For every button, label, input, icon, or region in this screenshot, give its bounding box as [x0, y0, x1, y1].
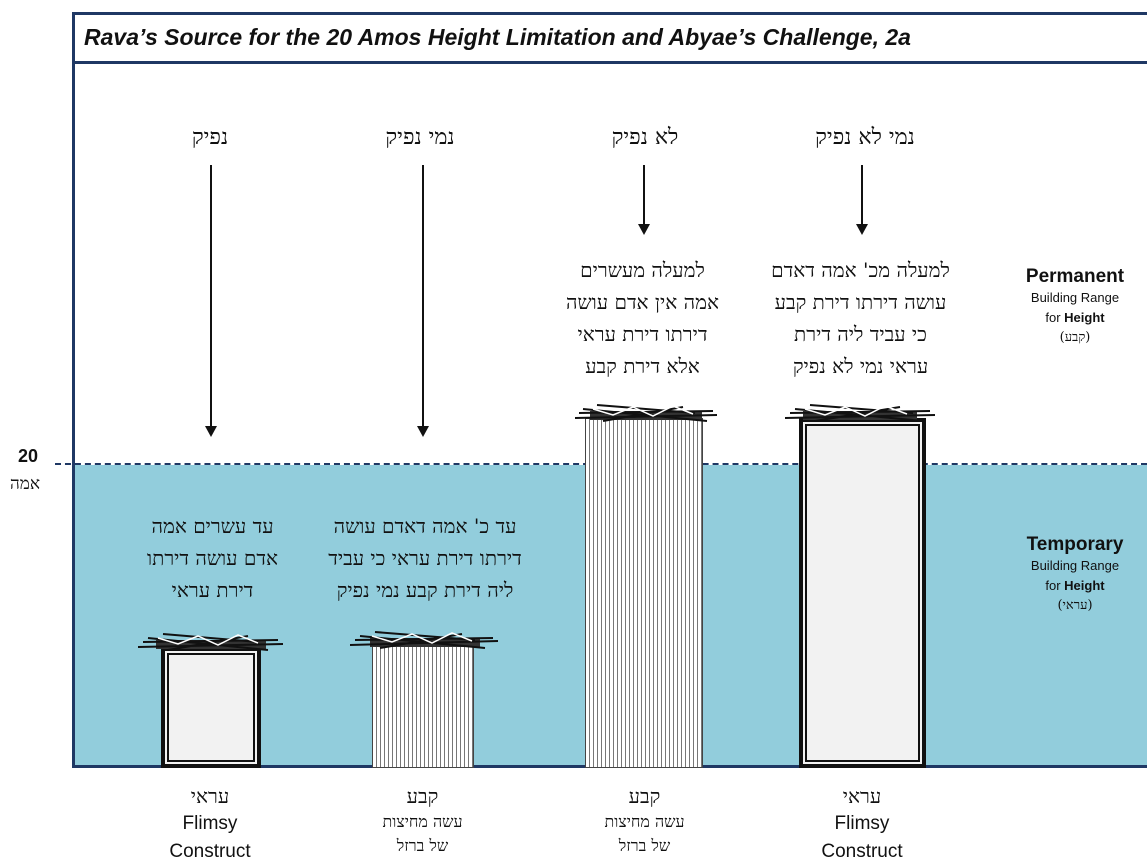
permanent-title: Permanent [1025, 266, 1125, 287]
temporary-zone-label: Temporary Building Range for Height (ערא… [1005, 534, 1145, 616]
column-3-label-sub1: עשה מחיצות [604, 812, 685, 831]
column-2-label-sub1: עשה מחיצות [382, 812, 463, 831]
column-1-text-line: עד עשרים אמה [151, 514, 274, 538]
column-3-text-line: אלא דירת קבע [585, 354, 700, 378]
column-2-label-hebrew: קבע [406, 784, 439, 808]
metal-building-short [372, 645, 474, 768]
metal-building-tall [585, 418, 703, 768]
column-4-text: למעלה מכ' אמה דאדם עושה דירתו דירת קבע כ… [748, 254, 973, 382]
permanent-line2: for Height [1045, 310, 1105, 325]
column-2-text-line: עד כ' אמה דאדם עושה [333, 514, 517, 538]
column-1-text-line: דירת עראי [171, 578, 254, 602]
column-2-label-sub2: של ברזל [396, 836, 449, 855]
thatch-roof-icon [575, 404, 717, 422]
height-limit-unit: אמה [10, 474, 41, 494]
flimsy-building-short [161, 647, 261, 768]
column-3-arrow [638, 165, 650, 235]
permanent-hebrew: (קבע) [1059, 330, 1091, 345]
column-3-text-line: למעלה מעשרים [580, 258, 705, 282]
column-1-heading: נפיק [191, 125, 229, 150]
column-4-text-line: עושה דירתו דירת קבע [774, 290, 947, 314]
temporary-title: Temporary [1026, 534, 1124, 555]
column-3-text-line: דירתו דירת עראי [577, 322, 708, 346]
diagram-title: Rava’s Source for the 20 Amos Height Lim… [84, 24, 911, 50]
title-bar: Rava’s Source for the 20 Amos Height Lim… [72, 12, 1147, 64]
column-3-text: למעלה מעשרים אמה אין אדם עושה דירתו דירת… [545, 254, 740, 382]
column-4-heading: נמי לא נפיק [815, 125, 915, 150]
column-3-label: קבע עשה מחיצות של ברזל [572, 782, 717, 858]
thatch-roof-icon [350, 631, 498, 649]
column-1-text-line: אדם עושה דירתו [147, 546, 278, 570]
thatch-roof-icon [138, 633, 283, 651]
column-4-text-line: עראי נמי לא נפיק [792, 354, 929, 378]
column-4-label: עראי Flimsy Construct [792, 782, 932, 866]
column-1-arrow [205, 165, 217, 437]
temporary-line2: for Height [1045, 578, 1105, 593]
column-3-label-sub2: של ברזל [618, 836, 671, 855]
column-3-label-hebrew: קבע [628, 784, 661, 808]
column-4-label-en1: Flimsy [834, 813, 890, 834]
column-4-text-line: למעלה מכ' אמה דאדם [771, 258, 950, 282]
height-limit-number: 20 [18, 446, 39, 466]
temporary-hebrew: (עראי) [1057, 598, 1093, 613]
column-1-label-en1: Flimsy [182, 813, 238, 834]
column-4-label-en2: Construct [821, 841, 903, 862]
column-2-text-line: ליה דירת קבע נמי נפיק [336, 578, 514, 602]
column-2-heading: נמי נפיק [385, 125, 455, 150]
column-2-label: קבע עשה מחיצות של ברזל [350, 782, 495, 858]
permanent-line1: Building Range [1030, 290, 1120, 305]
column-1-label-en2: Construct [169, 841, 251, 862]
column-2-text-line: דירתו דירת עראי כי עביד [328, 546, 522, 570]
column-4-label-hebrew: עראי [842, 784, 882, 808]
column-1-text: עד עשרים אמה אדם עושה דירתו דירת עראי [120, 510, 305, 606]
permanent-zone-label: Permanent Building Range for Height (קבע… [1005, 266, 1145, 348]
column-3-heading: לא נפיק [611, 125, 679, 150]
column-3-text-line: אמה אין אדם עושה [566, 290, 719, 314]
flimsy-building-tall [799, 418, 926, 768]
column-4-arrow [856, 165, 868, 235]
temporary-line1: Building Range [1030, 558, 1120, 573]
column-2-arrow [417, 165, 429, 437]
column-1-label-hebrew: עראי [190, 784, 230, 808]
column-2-text: עד כ' אמה דאדם עושה דירתו דירת עראי כי ע… [305, 510, 545, 606]
column-1-label: עראי Flimsy Construct [140, 782, 280, 866]
thatch-roof-icon [785, 404, 935, 422]
column-4-text-line: כי עביד ליה דירת [794, 322, 927, 346]
